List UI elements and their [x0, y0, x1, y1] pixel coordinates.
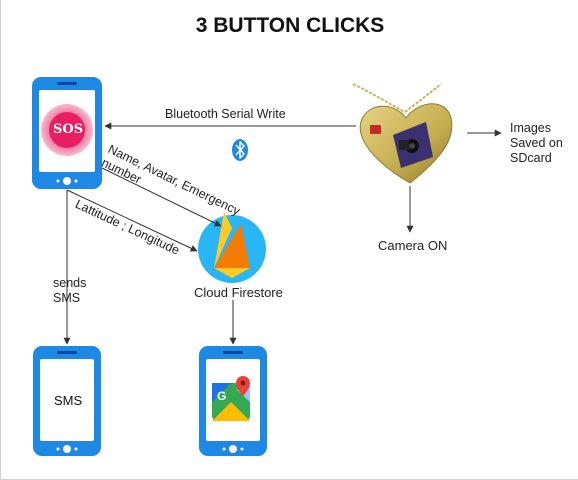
sos-phone [32, 77, 102, 189]
images-line3: SDcard [510, 151, 552, 165]
sms-phone [33, 346, 101, 456]
camera-on-label: Camera ON [378, 238, 448, 253]
sends-sms-label: sends SMS [53, 276, 86, 306]
sms-screen-label: SMS [54, 393, 83, 408]
firestore-label: Cloud Firestore [194, 285, 283, 300]
images-line2: Saved on [510, 136, 563, 150]
svg-text:G: G [217, 389, 226, 403]
heart-pendant-camera [352, 83, 453, 184]
diagram-title: 3 BUTTON CLICKS [195, 14, 385, 37]
google-maps-icon: G [212, 376, 250, 421]
sends-sms-line2: SMS [53, 291, 81, 305]
sends-sms-line1: sends [53, 276, 87, 290]
maps-phone: G [199, 346, 267, 456]
bluetooth-icon [232, 139, 248, 161]
images-label: Images Saved on SDcard [510, 121, 563, 166]
images-line1: Images [510, 121, 551, 135]
firebase-icon [198, 212, 266, 283]
arrow-lat-long [66, 189, 198, 252]
sos-button-label: SOS [53, 122, 84, 137]
arrow-name-avatar [101, 167, 222, 227]
bluetooth-label: Bluetooth Serial Write [165, 107, 286, 121]
